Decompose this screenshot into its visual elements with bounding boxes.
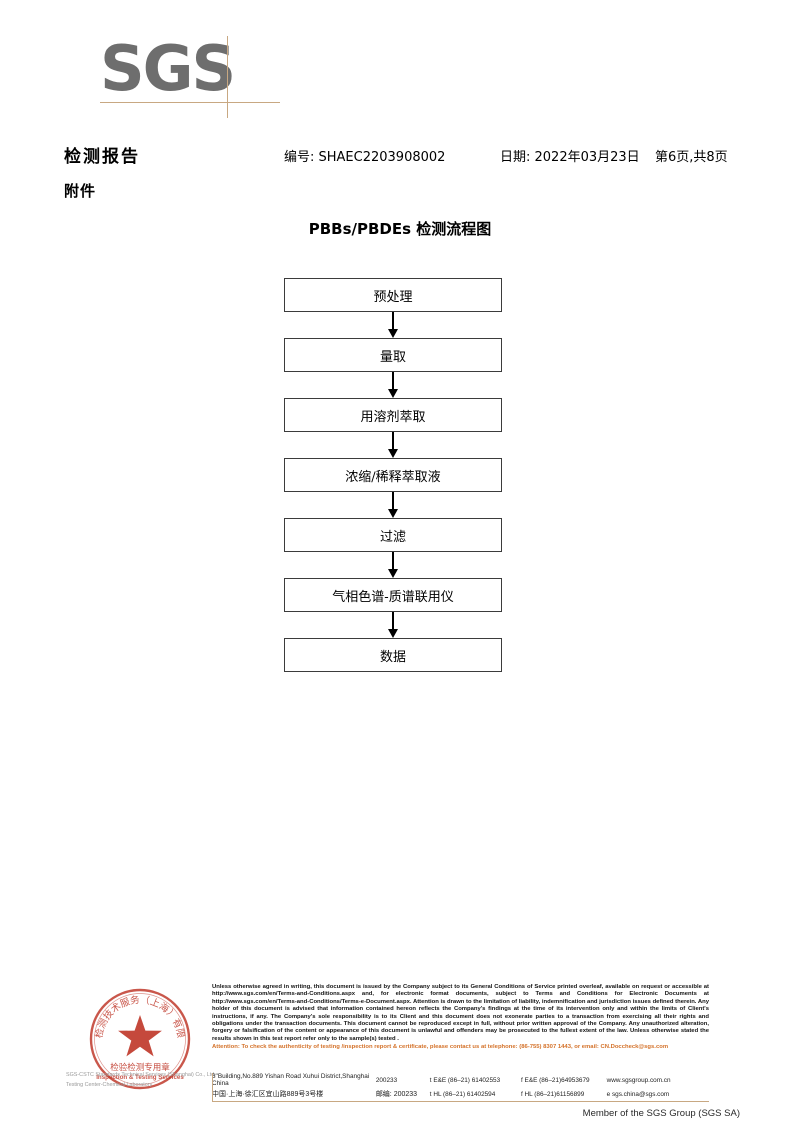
legal-body: Unless otherwise agreed in writing, this… (212, 984, 709, 1042)
sgs-logo-text: SGS (100, 32, 236, 105)
flow-step-6: 气相色谱-质谱联用仪 (284, 578, 502, 612)
footer-address-block: 3"Building,No.889 Yishan Road Xuhui Dist… (212, 1073, 709, 1102)
sgs-group-member-line: Member of the SGS Group (SGS SA) (582, 1108, 740, 1119)
address-row-cn: 中国·上海·徐汇区宜山路889号3号楼 邮编: 200233 t HL (86–… (212, 1087, 709, 1101)
zip-cn: 邮编: 200233 (375, 1091, 418, 1098)
page-indicator: 第6页,共8页 (655, 150, 728, 165)
report-number: 编号: SHAEC2203908002 (284, 150, 446, 165)
logo-vertical-rule (227, 36, 228, 118)
footer-company-name: SGS-CSTC Standards Technical Services (S… (66, 1070, 216, 1090)
svg-text:Inspection & Testing Services: Inspection & Testing Services (96, 1074, 184, 1081)
page-subtitle: 附件 (64, 182, 97, 200)
tel-ee: t E&E (86–21) 61402553 (429, 1076, 501, 1084)
legal-disclaimer: Unless otherwise agreed in writing, this… (212, 984, 709, 1052)
flow-arrow-3 (284, 432, 502, 458)
flow-step-7: 数据 (284, 638, 502, 672)
footer-company-line-1: SGS-CSTC Standards Technical Services (S… (66, 1072, 216, 1078)
footer-company-line-2: Testing Center-Chemical Laboratory (66, 1082, 153, 1088)
flow-arrow-5 (284, 552, 502, 578)
zip-en: 200233 (375, 1076, 398, 1084)
page-title: 检测报告 (64, 147, 140, 167)
address-cn: 中国·上海·徐汇区宜山路889号3号楼 (212, 1091, 324, 1098)
flow-arrow-2 (284, 372, 502, 398)
seal-icon: 检验检测技术服务（上海）有限公司 检验检测专用章 Inspection & Te… (86, 985, 191, 1090)
flow-arrow-1 (284, 312, 502, 338)
flow-step-1: 预处理 (284, 278, 502, 312)
flow-step-4: 浓缩/稀释萃取液 (284, 458, 502, 492)
email-address: e sgs.china@sgs.com (606, 1090, 670, 1098)
svg-text:检验检测专用章: 检验检测专用章 (110, 1062, 170, 1073)
address-left-tick (212, 1073, 213, 1101)
flow-arrow-6 (284, 612, 502, 638)
fax-ee: f E&E (86–21)64953679 (521, 1076, 590, 1084)
flow-arrow-4 (284, 492, 502, 518)
fax-hl: f HL (86–21)61156899 (521, 1090, 585, 1098)
address-bottom-rule (212, 1101, 709, 1102)
logo-horizontal-rule (100, 102, 280, 103)
report-date: 日期: 2022年03月23日 (500, 150, 640, 165)
address-row-en: 3"Building,No.889 Yishan Road Xuhui Dist… (212, 1073, 709, 1087)
address-en: 3"Building,No.889 Yishan Road Xuhui Dist… (212, 1073, 370, 1087)
flow-step-2: 量取 (284, 338, 502, 372)
tel-hl: t HL (86–21) 61402594 (429, 1090, 496, 1098)
website: www.sgsgroup.com.cn (606, 1076, 671, 1084)
legal-attention: Attention: To check the authenticity of … (212, 1044, 669, 1051)
flowchart: 预处理 量取 用溶剂萃取 浓缩/稀释萃取液 过滤 气相色谱-质谱联用仪 数据 (284, 278, 504, 672)
flow-step-5: 过滤 (284, 518, 502, 552)
official-seal-stamp: 检验检测技术服务（上海）有限公司 检验检测专用章 Inspection & Te… (86, 985, 194, 1093)
sgs-logo: SGS (100, 32, 280, 120)
flowchart-title: PBBs/PBDEs 检测流程图 (308, 220, 492, 238)
flow-step-3: 用溶剂萃取 (284, 398, 502, 432)
